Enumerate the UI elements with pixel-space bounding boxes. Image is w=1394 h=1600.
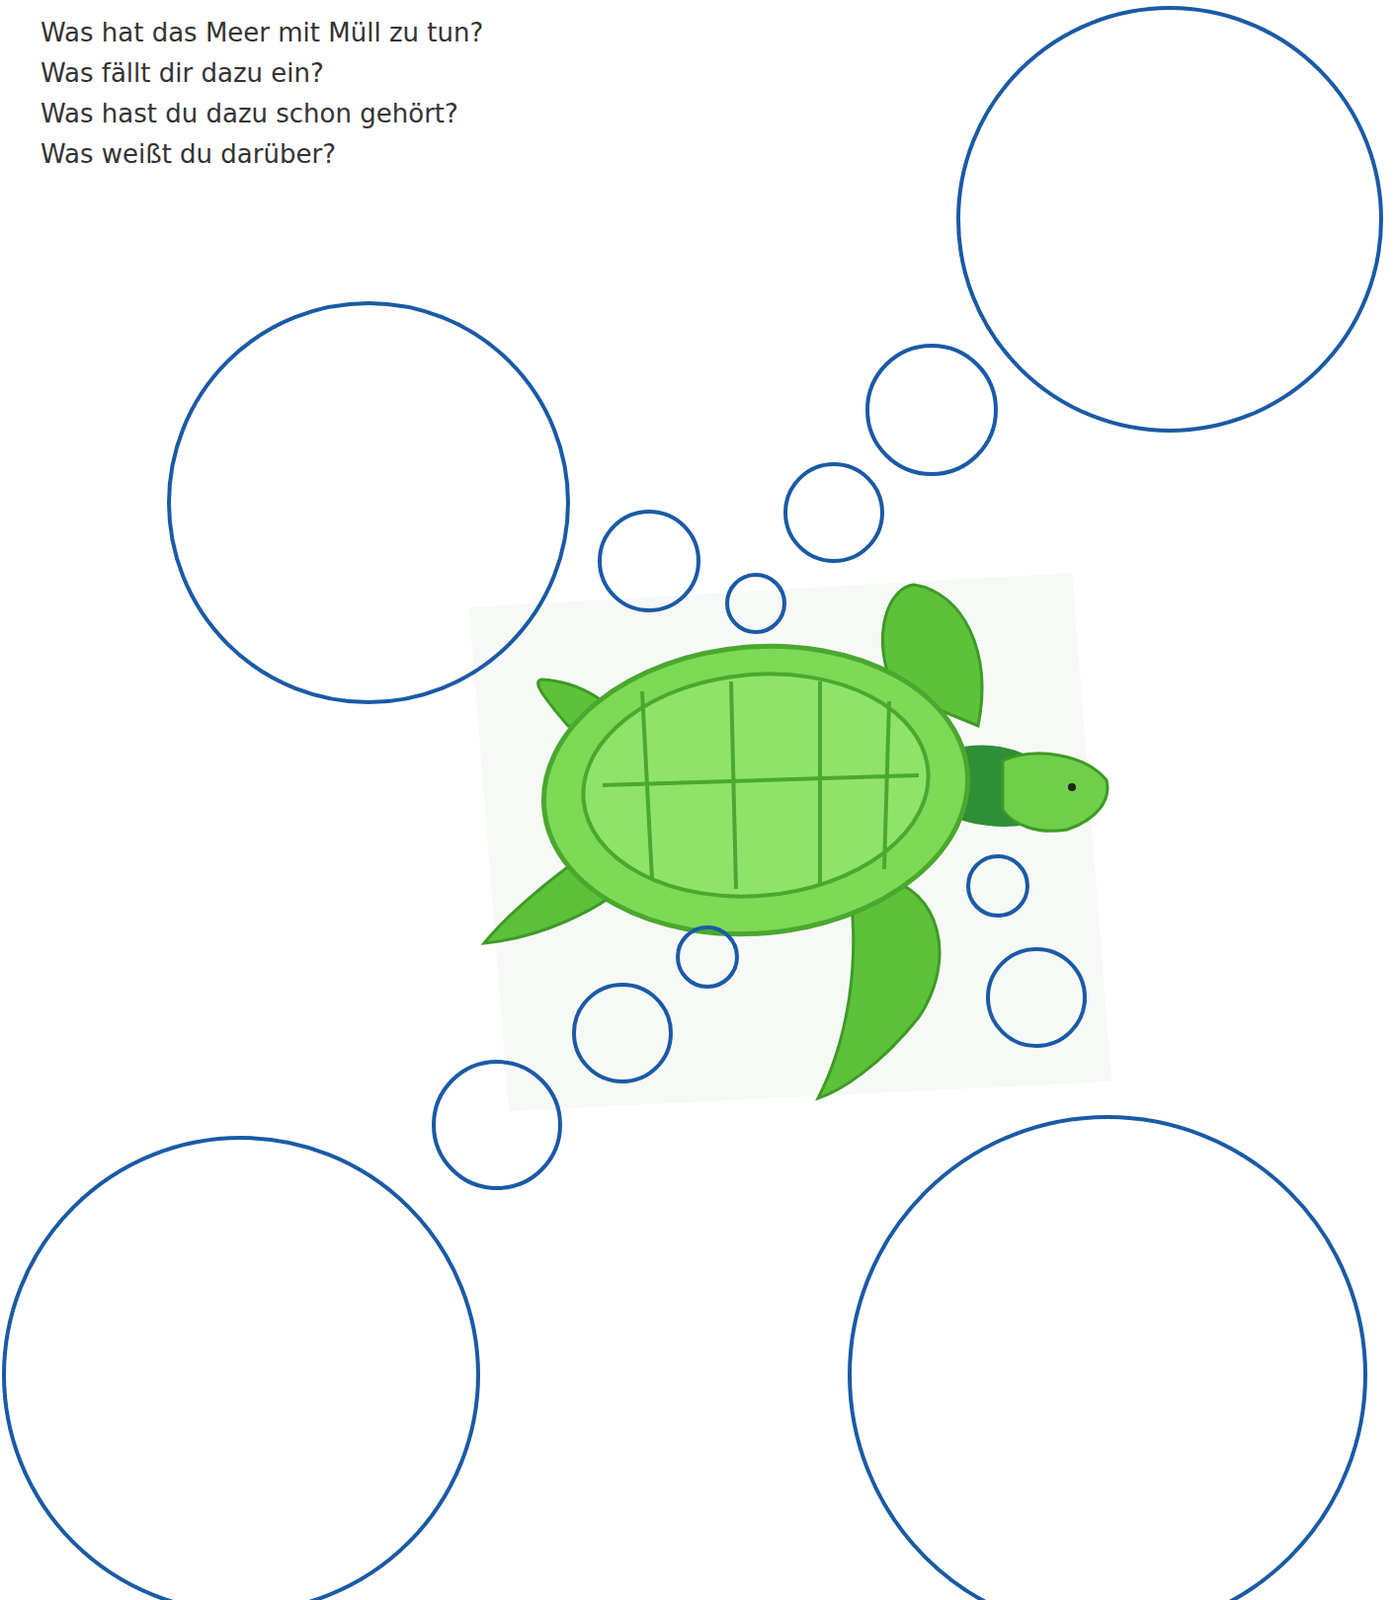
question-text: Was fällt dir dazu ein? bbox=[40, 58, 325, 89]
question-text: Was hat das Meer mit Müll zu tun? bbox=[40, 17, 484, 49]
question-text: Was weißt du darüber? bbox=[40, 139, 336, 170]
thought-bubbles bbox=[3, 7, 1382, 1600]
question-text: Was hast du dazu schon gehört? bbox=[40, 98, 459, 130]
turtle-illustration bbox=[469, 573, 1112, 1112]
